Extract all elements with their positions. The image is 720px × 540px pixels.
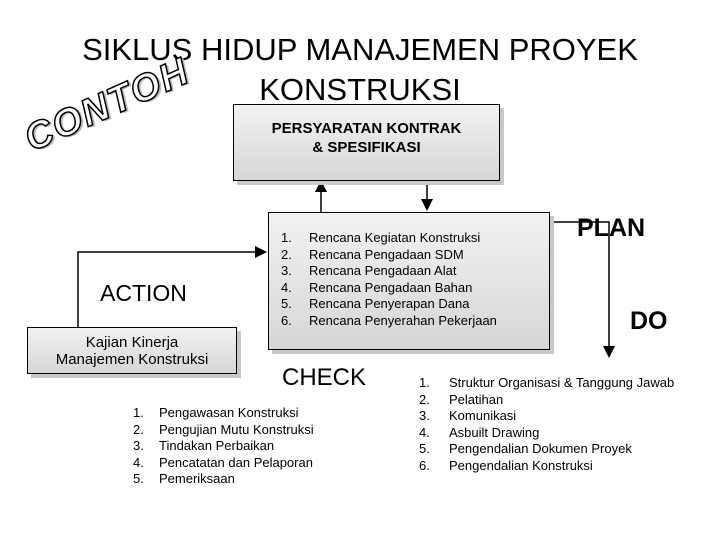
- list-item: 2.Rencana Pengadaan SDM: [281, 246, 464, 262]
- title-line-1: SIKLUS HIDUP MANAJEMEN PROYEK: [82, 32, 638, 67]
- list-item: 1.Pengawasan Konstruksi: [133, 405, 299, 420]
- arrow-plan-to-do: [550, 221, 615, 358]
- list-item: 6.Rencana Penyerahan Pekerjaan: [281, 312, 497, 328]
- check-label: CHECK: [282, 364, 367, 391]
- plan-list: 1.Rencana Kegiatan Konstruksi 2.Rencana …: [281, 230, 497, 329]
- list-item: 6.Pengendalian Konstruksi: [419, 457, 593, 473]
- plan-box: [268, 212, 550, 350]
- action-label: ACTION: [100, 280, 187, 306]
- do-label: DO: [630, 307, 668, 335]
- list-item: 4.Rencana Pengadaan Bahan: [281, 279, 473, 295]
- list-item: 1.Struktur Organisasi & Tanggung Jawab: [419, 375, 675, 390]
- list-item: 5.Pengendalian Dokumen Proyek: [419, 441, 632, 456]
- list-item: 5.Rencana Penyerapan Dana: [281, 296, 470, 311]
- kajian-line-2: Manajemen Konstruksi: [55, 350, 209, 368]
- do-list: 1.Struktur Organisasi & Tanggung Jawab 2…: [419, 375, 674, 474]
- list-item: 2.Pelatihan: [419, 391, 504, 407]
- requirements-line-2: & SPESIFIKASI: [312, 139, 421, 156]
- kajian-kinerja-box: Kajian Kinerja Manajemen Konstruksi: [27, 327, 237, 374]
- diagram-title: SIKLUS HIDUP MANAJEMEN PROYEK KONSTRUKSI: [0, 30, 720, 110]
- requirements-box: PERSYARATAN KONTRAK & SPESIFIKASI: [233, 104, 500, 181]
- list-item: 4.Pencatatan dan Pelaporan: [133, 454, 313, 470]
- list-item: 2.Pengujian Mutu Konstruksi: [133, 421, 314, 437]
- title-line-2: KONSTRUKSI: [259, 72, 461, 107]
- list-item: 3.Komunikasi: [419, 408, 517, 423]
- list-item: 1.Rencana Kegiatan Konstruksi: [281, 230, 481, 245]
- requirements-line-1: PERSYARATAN KONTRAK: [271, 120, 462, 137]
- list-item: 5.Pemeriksaan: [133, 471, 235, 486]
- kajian-line-1: Kajian Kinerja: [85, 333, 179, 351]
- list-item: 4.Asbuilt Drawing: [419, 424, 540, 440]
- list-item: 3.Tindakan Perbaikan: [133, 438, 275, 453]
- list-item: 3.Rencana Pengadaan Alat: [281, 263, 457, 278]
- check-list: 1.Pengawasan Konstruksi 2.Pengujian Mutu…: [133, 405, 314, 488]
- plan-label: PLAN: [577, 214, 646, 242]
- arrow-action-to-plan: [77, 246, 267, 327]
